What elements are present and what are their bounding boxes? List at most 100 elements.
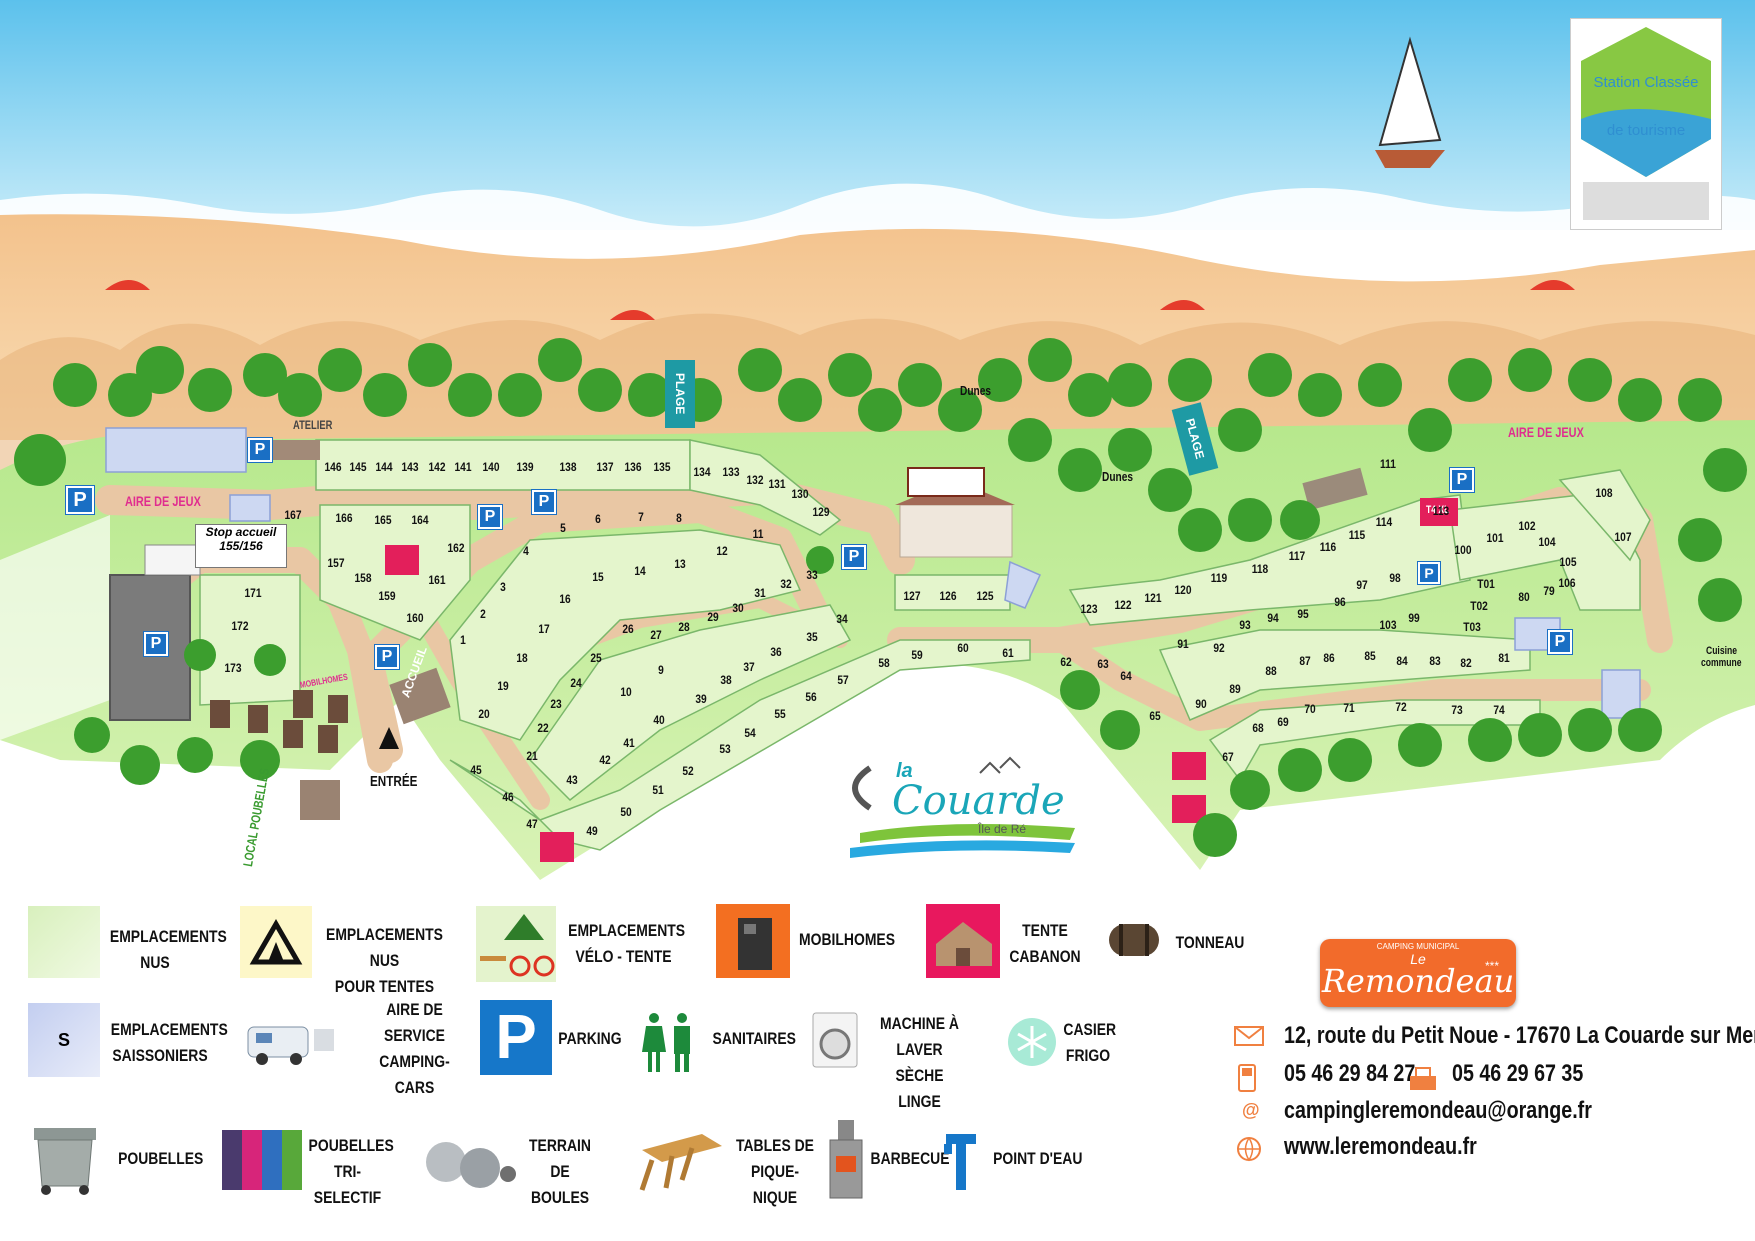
pitch-number: 123 xyxy=(1080,602,1098,616)
pitch-number: 97 xyxy=(1356,578,1368,592)
camping-remondeau-logo: CAMPING MUNICIPAL Le Remondeau *** xyxy=(1320,939,1516,1007)
pitch-number: 166 xyxy=(335,511,353,525)
stop-accueil-sign: Stop accueil 155/156 xyxy=(195,524,287,568)
pitch-number: 63 xyxy=(1097,657,1109,671)
parking-icon: P xyxy=(375,645,399,669)
pitch-number: 39 xyxy=(695,692,707,706)
parking-icon: P xyxy=(842,545,866,569)
plot-areas xyxy=(199,439,1651,851)
pitch-number: 86 xyxy=(1323,651,1335,665)
pitch-number: 57 xyxy=(837,673,849,687)
parking-icon: P xyxy=(480,1000,552,1075)
legend-sanitaires: SANITAIRES xyxy=(712,1029,796,1048)
sanitaires-icon xyxy=(638,1012,698,1074)
legend-barbecue: BARBECUE xyxy=(870,1149,950,1168)
pitch-number: 58 xyxy=(878,656,890,670)
camping-car-icon xyxy=(244,1015,340,1069)
sailboat-icon xyxy=(1375,36,1445,168)
pitch-number: 56 xyxy=(805,690,817,704)
mobilhome-icon xyxy=(738,918,772,970)
logo-le: Le xyxy=(1410,951,1426,967)
pitch-number: 25 xyxy=(590,651,602,665)
pitch-number: 46 xyxy=(502,790,514,804)
seasonal-plots xyxy=(105,427,1641,719)
campsite-map xyxy=(0,0,1755,880)
badge-line1: Station Classée xyxy=(1593,74,1699,91)
atelier-label: ATELIER xyxy=(293,418,333,432)
pitch-number: 49 xyxy=(586,824,598,838)
pitch-number: 171 xyxy=(244,586,262,600)
logo-subtitle: Île de Ré xyxy=(978,822,1027,836)
email-icon: @ xyxy=(1242,1100,1260,1120)
pitch-number: 79 xyxy=(1543,584,1555,598)
pitch-number: 65 xyxy=(1149,709,1161,723)
water-tap-icon xyxy=(942,1126,982,1192)
pitch-number: 85 xyxy=(1364,649,1376,663)
pitch-number: 51 xyxy=(652,783,664,797)
pitch-number: 28 xyxy=(678,620,690,634)
pitch-number: 93 xyxy=(1239,618,1251,632)
pitch-number: 82 xyxy=(1460,656,1472,670)
pitch-number: 11 xyxy=(752,527,764,541)
pitch-number: 83 xyxy=(1429,654,1441,668)
pitch-number: 164 xyxy=(411,513,429,527)
phone-icon xyxy=(1238,1064,1256,1098)
pitch-number: 72 xyxy=(1395,700,1407,714)
pitch-number: 47 xyxy=(526,817,538,831)
pitch-number: 92 xyxy=(1213,641,1225,655)
swatch-tente-cabanon xyxy=(926,904,1000,978)
pitch-number: 4 xyxy=(523,544,529,558)
boules-icon xyxy=(420,1130,520,1196)
parking-lot xyxy=(109,574,191,721)
website-text[interactable]: www.leremondeau.fr xyxy=(1284,1133,1477,1160)
pitch-number: 87 xyxy=(1299,654,1311,668)
web-icon xyxy=(1236,1136,1262,1168)
pitch-number: 70 xyxy=(1304,702,1316,716)
badge-graphic xyxy=(1581,27,1711,220)
pitch-number: 137 xyxy=(596,460,614,474)
pitch-number: 132 xyxy=(746,473,764,487)
fax-text: 05 46 29 67 35 xyxy=(1452,1060,1584,1087)
cabanon-icon xyxy=(936,922,992,966)
address-text: 12, route du Petit Noue - 17670 La Couar… xyxy=(1284,1022,1755,1049)
pitch-number: 19 xyxy=(497,679,509,693)
fax-icon xyxy=(1408,1066,1438,1098)
parking-icon: P xyxy=(532,490,556,514)
pitch-number: 32 xyxy=(780,577,792,591)
pitch-number: 3 xyxy=(500,580,506,594)
logo-stars: *** xyxy=(1485,959,1500,973)
pitch-number: 111 xyxy=(1380,457,1396,471)
pitch-number: 36 xyxy=(770,645,782,659)
pitch-number: 71 xyxy=(1343,701,1355,715)
plage-sign: PLAGE xyxy=(665,360,695,428)
swatch-mobilhomes xyxy=(716,904,790,978)
phone-text[interactable]: 05 46 29 84 27 xyxy=(1284,1060,1416,1087)
pitch-number: 27 xyxy=(650,628,662,642)
legend-parking: PARKING xyxy=(558,1029,622,1048)
pitch-number: 99 xyxy=(1408,611,1420,625)
swatch-tentes xyxy=(240,906,312,978)
pitch-number: 140 xyxy=(482,460,500,474)
legend-aire-service: AIRE DE SERVICE CAMPING-CARS xyxy=(379,1000,450,1097)
pitch-number: 9 xyxy=(658,663,664,677)
badge-line2: de tourisme xyxy=(1606,122,1686,139)
pitch-number: 84 xyxy=(1396,654,1408,668)
aire-jeux-right-label: AIRE DE JEUX xyxy=(1508,424,1584,440)
pitch-number: 114 xyxy=(1375,515,1393,529)
pitch-number: 40 xyxy=(653,713,665,727)
swatch-saisonniers: S xyxy=(28,1003,100,1077)
legend-mobilhomes: MOBILHOMES xyxy=(799,930,896,949)
pitch-number: 145 xyxy=(349,460,367,474)
stop-accueil-label: Stop accueil xyxy=(205,525,277,539)
legend-tonneau: TONNEAU xyxy=(1175,933,1245,952)
pitch-number: 7 xyxy=(638,510,644,524)
pitch-number: 138 xyxy=(559,460,577,474)
pitch-number: 160 xyxy=(406,611,424,625)
legend-poubelles: POUBELLES xyxy=(118,1149,204,1168)
pitch-number: 167 xyxy=(284,508,302,522)
pitch-number: 94 xyxy=(1267,611,1279,625)
pitch-number: 14 xyxy=(634,564,646,578)
email-text[interactable]: campingleremondeau@orange.fr xyxy=(1284,1097,1592,1124)
picnic-table-icon xyxy=(632,1120,728,1200)
